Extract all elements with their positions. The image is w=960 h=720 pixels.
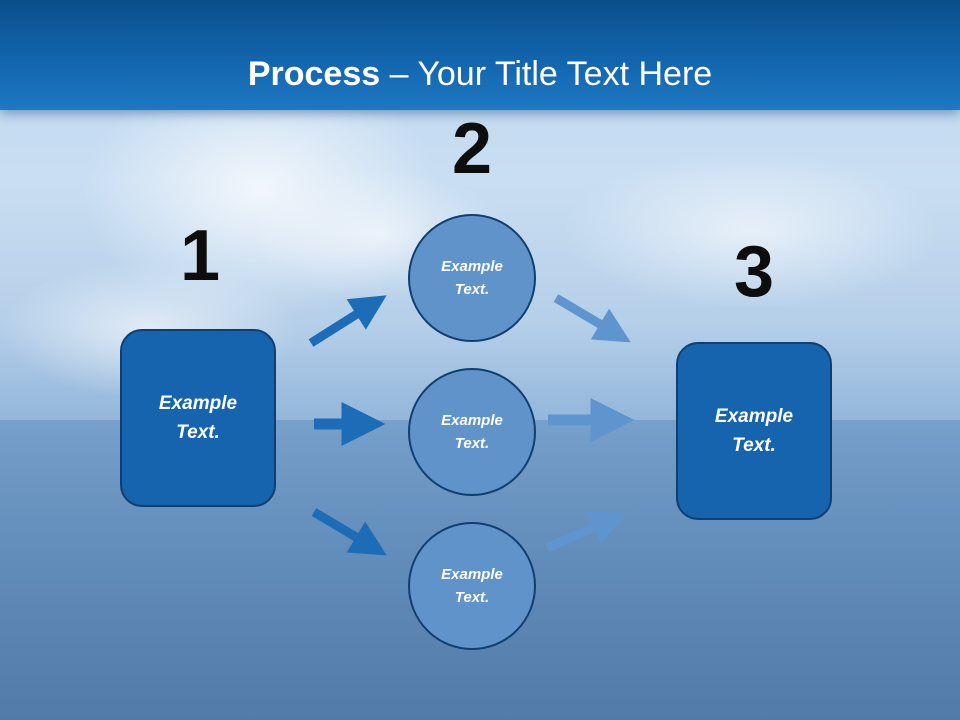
step-2-text-middle: Example Text. — [441, 412, 503, 452]
step-3-box: Example Text. — [676, 342, 832, 520]
arrow-top-to-3 — [553, 294, 631, 343]
step-2-circle-top: Example Text. — [408, 214, 536, 342]
title-rest: – Your Title Text Here — [380, 55, 713, 93]
step-number-3: 3 — [733, 232, 775, 312]
arrow-bottom-to-3 — [545, 510, 627, 553]
step-2-text-bottom: Example Text. — [441, 566, 503, 606]
step-1-text: Example Text. — [158, 393, 238, 443]
title-bold: Process — [247, 55, 381, 93]
arrow-1-to-top — [308, 295, 387, 347]
step-2-circle-middle: Example Text. — [408, 368, 536, 496]
step-1-box: Example Text. — [120, 329, 276, 507]
step-2-text-top: Example Text. — [441, 258, 503, 298]
slide-title: Process – Your Title Text Here — [0, 52, 960, 96]
background-cloud — [560, 150, 940, 310]
title-bar: Process – Your Title Text Here — [0, 0, 960, 110]
step-number-2: 2 — [451, 109, 493, 189]
step-2-circle-bottom: Example Text. — [408, 522, 536, 650]
arrow-1-to-bottom — [311, 508, 387, 556]
step-3-text: Example Text. — [714, 406, 794, 456]
step-number-1: 1 — [179, 216, 221, 296]
